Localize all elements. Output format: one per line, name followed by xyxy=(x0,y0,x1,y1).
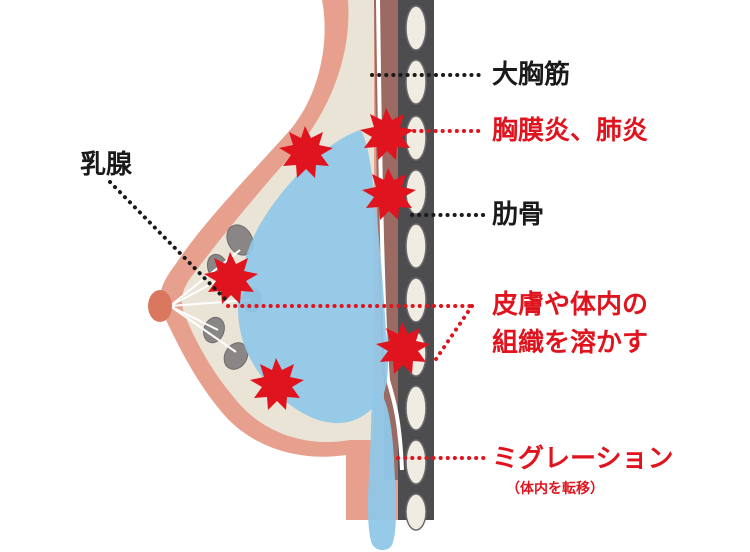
inflammation-icon xyxy=(204,252,258,304)
migrating-silicone xyxy=(368,390,396,551)
silicone-implant xyxy=(237,130,388,424)
label-rib: 肋骨 xyxy=(492,200,545,230)
inflammation-icon xyxy=(250,358,304,410)
inflammation-icon xyxy=(360,108,414,160)
label-mammary-gland: 乳腺 xyxy=(80,150,133,180)
rib-oval xyxy=(405,223,427,269)
label-migration-sub: （体内を転移） xyxy=(506,481,604,497)
label-pleurisy-pneumonia: 胸膜炎、肺炎 xyxy=(492,116,649,146)
leader-dissolve-2 xyxy=(432,304,474,364)
leader-lines xyxy=(108,73,486,460)
label-dissolve-line2: 組織を溶かす xyxy=(492,328,649,358)
rib-oval xyxy=(405,439,427,485)
rib-oval xyxy=(405,493,427,531)
inflammation-icon xyxy=(279,126,333,178)
rib-oval xyxy=(405,59,427,105)
lobule xyxy=(223,342,249,370)
rib-oval xyxy=(405,115,427,161)
lobule xyxy=(203,316,225,344)
inflammation-icon xyxy=(376,322,430,374)
inflammation-icon xyxy=(362,168,416,220)
rib-oval xyxy=(405,385,427,431)
label-migration: ミグレーション xyxy=(492,444,674,474)
rib-oval xyxy=(405,5,427,51)
label-pectoralis: 大胸筋 xyxy=(492,60,571,90)
inflammation-marks xyxy=(204,108,430,410)
nipple xyxy=(148,290,172,322)
rib-oval xyxy=(405,277,427,323)
leader-mammary xyxy=(108,180,230,304)
label-dissolve-line1: 皮膚や体内の xyxy=(492,290,649,320)
